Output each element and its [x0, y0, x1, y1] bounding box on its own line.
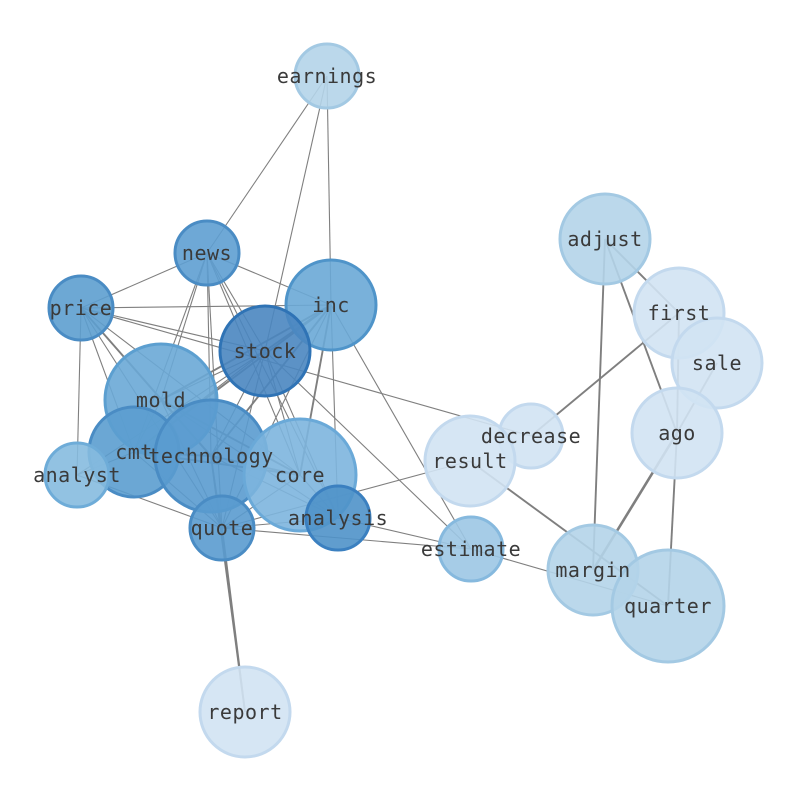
node-label-core: core	[275, 463, 325, 487]
node-label-mold: mold	[136, 388, 186, 412]
node-circle-report	[198, 665, 292, 759]
node-report	[198, 665, 292, 759]
node-result	[423, 414, 517, 508]
edge-stock-estimate	[264, 350, 472, 550]
node-label-group-mold: mold	[136, 388, 186, 412]
node-circle-analyst	[43, 441, 111, 509]
node-label-estimate: estimate	[421, 537, 521, 561]
node-label-group-first: first	[648, 301, 711, 325]
node-price	[47, 274, 115, 342]
node-label-price: price	[50, 296, 113, 320]
edge-inc-estimate	[330, 304, 472, 550]
label-layer: earnings news inc price stock mold cmttechnolo…	[33, 64, 742, 724]
node-label-group-core: core	[275, 463, 325, 487]
node-label-decrease: decrease	[481, 424, 581, 448]
node-label-analyst: analyst	[33, 463, 121, 487]
node-label-group-analysis: analysis	[288, 506, 388, 530]
node-label-margin: margin	[555, 558, 630, 582]
node-label-group-cmt: cmt	[115, 440, 153, 464]
node-quote	[188, 494, 256, 562]
node-circle-stock	[218, 304, 312, 398]
node-label-analysis: analysis	[288, 506, 388, 530]
node-label-group-inc: inc	[312, 293, 350, 317]
node-label-group-technology: technology	[148, 444, 273, 468]
edge-earnings-news	[206, 75, 328, 254]
node-analyst	[43, 441, 111, 509]
node-sale	[670, 316, 764, 410]
node-label-quarter: quarter	[624, 594, 712, 618]
node-label-group-result: result	[432, 449, 507, 473]
node-inc	[284, 258, 378, 352]
node-label-adjust: adjust	[567, 227, 642, 251]
node-circle-result	[423, 414, 517, 508]
node-earnings	[293, 42, 361, 110]
node-label-group-sale: sale	[692, 351, 742, 375]
node-circle-analysis	[304, 484, 372, 552]
node-label-group-news: news	[182, 241, 232, 265]
node-label-group-estimate: estimate	[421, 537, 521, 561]
node-circle-ago	[630, 386, 724, 480]
node-label-technology: technology	[148, 444, 273, 468]
node-circle-quarter	[610, 548, 726, 664]
node-circle-sale	[670, 316, 764, 410]
node-adjust	[558, 192, 652, 286]
node-analysis	[304, 484, 372, 552]
node-label-group-adjust: adjust	[567, 227, 642, 251]
node-layer	[43, 42, 764, 759]
node-label-group-quarter: quarter	[624, 594, 712, 618]
node-estimate	[437, 515, 505, 583]
node-circle-inc	[284, 258, 378, 352]
node-circle-estimate	[437, 515, 505, 583]
node-circle-earnings	[293, 42, 361, 110]
node-quarter	[610, 548, 726, 664]
node-circle-news	[173, 219, 241, 287]
node-label-quote: quote	[191, 516, 254, 540]
node-circle-quote	[188, 494, 256, 562]
node-label-group-quote: quote	[191, 516, 254, 540]
node-label-group-report: report	[207, 700, 282, 724]
node-news	[173, 219, 241, 287]
node-label-earnings: earnings	[277, 64, 377, 88]
node-label-inc: inc	[312, 293, 350, 317]
node-label-group-price: price	[50, 296, 113, 320]
node-ago	[630, 386, 724, 480]
node-label-stock: stock	[234, 339, 297, 363]
node-label-ago: ago	[658, 421, 696, 445]
node-label-group-margin: margin	[555, 558, 630, 582]
node-circle-price	[47, 274, 115, 342]
node-label-sale: sale	[692, 351, 742, 375]
node-label-group-stock: stock	[234, 339, 297, 363]
node-label-group-earnings: earnings	[277, 64, 377, 88]
edge-adjust-margin	[592, 238, 606, 571]
node-circle-adjust	[558, 192, 652, 286]
node-label-group-ago: ago	[658, 421, 696, 445]
node-label-report: report	[207, 700, 282, 724]
node-label-group-decrease: decrease	[481, 424, 581, 448]
node-label-first: first	[648, 301, 711, 325]
node-label-cmt: cmt	[115, 440, 153, 464]
node-label-result: result	[432, 449, 507, 473]
node-stock	[218, 304, 312, 398]
node-label-group-analyst: analyst	[33, 463, 121, 487]
node-label-news: news	[182, 241, 232, 265]
